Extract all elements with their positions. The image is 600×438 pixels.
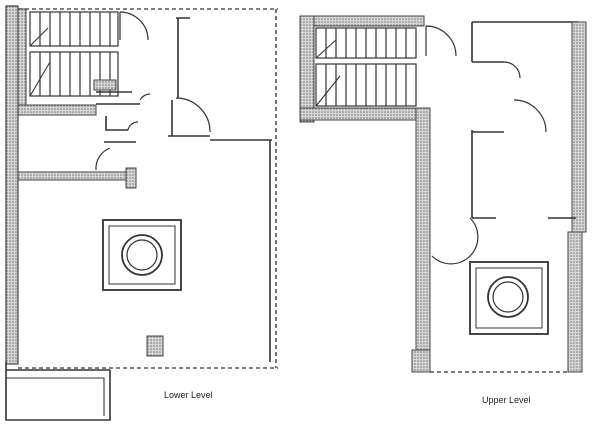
upper-lower-right-wall [567, 231, 583, 373]
upper-stove-inner [492, 281, 524, 313]
lower-stove-inner [126, 239, 158, 271]
lower-stove [121, 234, 163, 276]
lower-level-label: Lower Level [164, 390, 213, 400]
lower-corridor-post [125, 167, 137, 189]
upper-level-label: Upper Level [482, 395, 531, 405]
upper-stove [487, 276, 529, 318]
upper-hearth [469, 261, 549, 335]
upper-room-door-2 [503, 61, 521, 79]
lower-level-plan [5, 5, 278, 421]
lower-left-wall [5, 5, 19, 365]
lower-hearth-inner [108, 225, 176, 285]
upper-right-wall [571, 21, 587, 233]
lower-deck-inner [6, 377, 105, 416]
lower-room-divider [168, 17, 210, 137]
upper-center-door [431, 217, 479, 265]
upper-room-door [513, 99, 547, 133]
upper-room-dividers [472, 61, 576, 219]
lower-corridor-door [95, 147, 111, 171]
upper-bottom-stub-left [411, 349, 431, 373]
lower-stair-door [119, 11, 149, 41]
upper-hearth-inner [475, 267, 543, 329]
upper-center-wall [415, 107, 431, 371]
upper-level-plan [299, 15, 587, 373]
lower-room-door [175, 97, 211, 133]
lower-stair-landing-wall [93, 79, 117, 91]
lower-closet-walls [96, 91, 140, 143]
lower-hearth [102, 219, 182, 291]
lower-column [146, 335, 164, 357]
upper-stairs [315, 27, 417, 107]
lower-deck [5, 362, 111, 421]
upper-stair-door [425, 25, 457, 57]
lower-stair-bottom-wall [17, 104, 97, 116]
lower-stair-wall [17, 8, 27, 114]
upper-top-wall [299, 15, 425, 27]
upper-stair-left-wall [299, 15, 315, 123]
upper-right-rooms-outline [471, 21, 578, 219]
lower-closet-door [127, 93, 151, 131]
upper-stair-bottom-wall [299, 107, 429, 121]
lower-corridor-wall [17, 171, 137, 181]
